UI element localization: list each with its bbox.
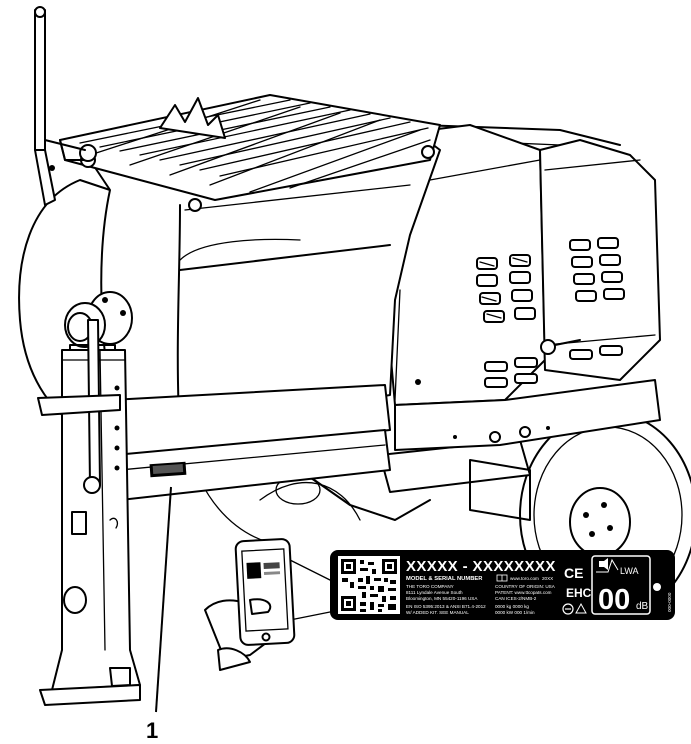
sound-icon xyxy=(599,558,608,570)
decal-patent: PATENT: www.ttcopats.com xyxy=(495,590,552,595)
manual-book-icon xyxy=(496,574,508,582)
sound-value: 00 xyxy=(598,584,630,616)
dump-gear-hub xyxy=(64,291,133,361)
safety-grate xyxy=(59,94,441,212)
eac-mark: EHC xyxy=(566,586,592,600)
decal-origin: COUNTRY OF ORIGIN: USA xyxy=(495,584,556,589)
sound-unit: dB xyxy=(636,601,649,612)
callout-1: 1 xyxy=(146,486,172,743)
stand-post xyxy=(37,319,141,706)
decal-power: 0000 kW 000 1/min xyxy=(495,610,535,615)
ce-mark: CE xyxy=(564,565,583,581)
decal-weight: 0000 kg 0000 kg xyxy=(495,604,529,609)
certification-icons xyxy=(562,602,587,615)
axle-frame xyxy=(199,439,531,546)
decal-heading: MODEL & SERIAL NUMBER xyxy=(406,576,483,582)
decal-website: www.toro.com xyxy=(510,576,539,581)
decal-year: 20XX xyxy=(542,576,553,581)
callout-number: 1 xyxy=(146,718,158,743)
decal-model-serial: XXXXX - XXXXXXXX xyxy=(406,558,556,575)
decal-part-number: 000-0000 xyxy=(667,592,672,612)
serial-number-decal: XXXXX - XXXXXXXX MODEL & SERIAL NUMBER T… xyxy=(330,550,675,620)
decal-company-line-2: 8111 Lyndale Avenue South xyxy=(406,590,463,595)
decal-company-line-1: THE TORO COMPANY xyxy=(406,584,454,589)
decal-can: CAN ICES-2/NMB-2 xyxy=(495,596,537,601)
decal-company-line-3: Bloomington, MN 55420-1196 USA xyxy=(406,596,478,601)
dump-handle xyxy=(34,6,97,206)
sound-label: LWA xyxy=(620,566,639,576)
qr-code-icon xyxy=(338,556,400,614)
engine-vents-right xyxy=(569,237,625,302)
engine-vents-left xyxy=(476,254,536,323)
decal-standard-line-2: W/ ADDED KIT. SEE MANUAL xyxy=(406,610,469,615)
decal-standard-line-1: EN ISO 5395:2013 & ANSI B71.4-2012 xyxy=(406,604,486,609)
sound-power-box: LWA 00 dB xyxy=(591,555,651,616)
smartphone-scan xyxy=(204,538,341,671)
